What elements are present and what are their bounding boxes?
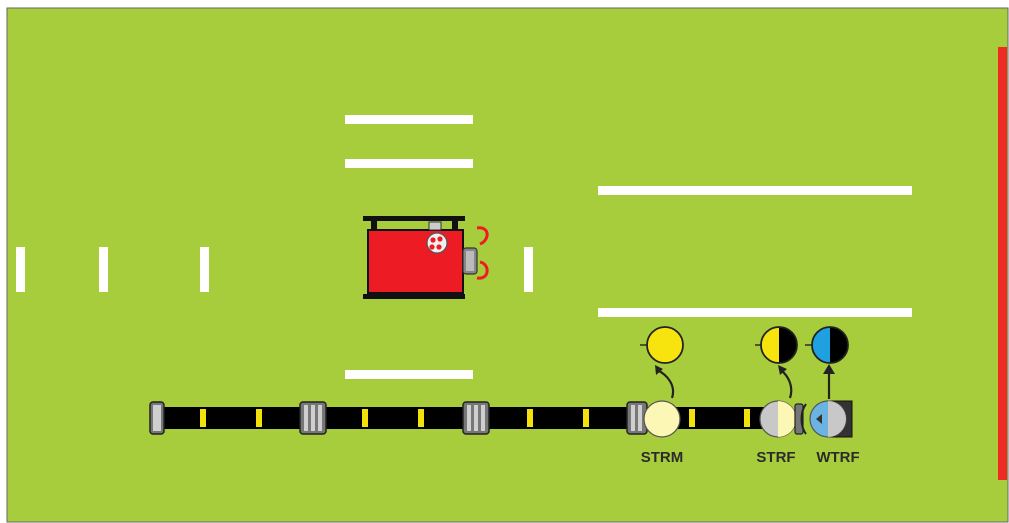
hose-mark [689,409,695,427]
hose-mark [362,409,368,427]
hose-mark [200,409,206,427]
green-field [7,8,1008,522]
marking-post [16,247,25,292]
marking-bar [345,115,473,124]
marking-post [524,247,533,292]
marking-bar [345,370,473,379]
marking-bar [345,159,473,168]
hose-mark [583,409,589,427]
hose-mark [418,409,424,427]
hose-coupling-icon [463,402,489,434]
strf-indicator-icon [761,327,797,363]
hose-mark [527,409,533,427]
hose-mark [744,409,750,427]
strm-body-icon [644,401,680,437]
pump-valve-icon [427,233,447,253]
red-wall [998,47,1007,480]
strm-label: STRM [641,449,684,466]
hose-coupling-icon [300,402,326,434]
wtrf-label: WTRF [816,449,859,466]
marking-post [99,247,108,292]
marking-post [200,247,209,292]
wtrf-indicator-icon [812,327,848,363]
hose-coupling-icon [150,402,164,434]
marking-bar [598,186,912,195]
hose-mark [256,409,262,427]
marking-bar [598,308,912,317]
strf-label: STRF [756,449,795,466]
strm-indicator-icon [647,327,683,363]
